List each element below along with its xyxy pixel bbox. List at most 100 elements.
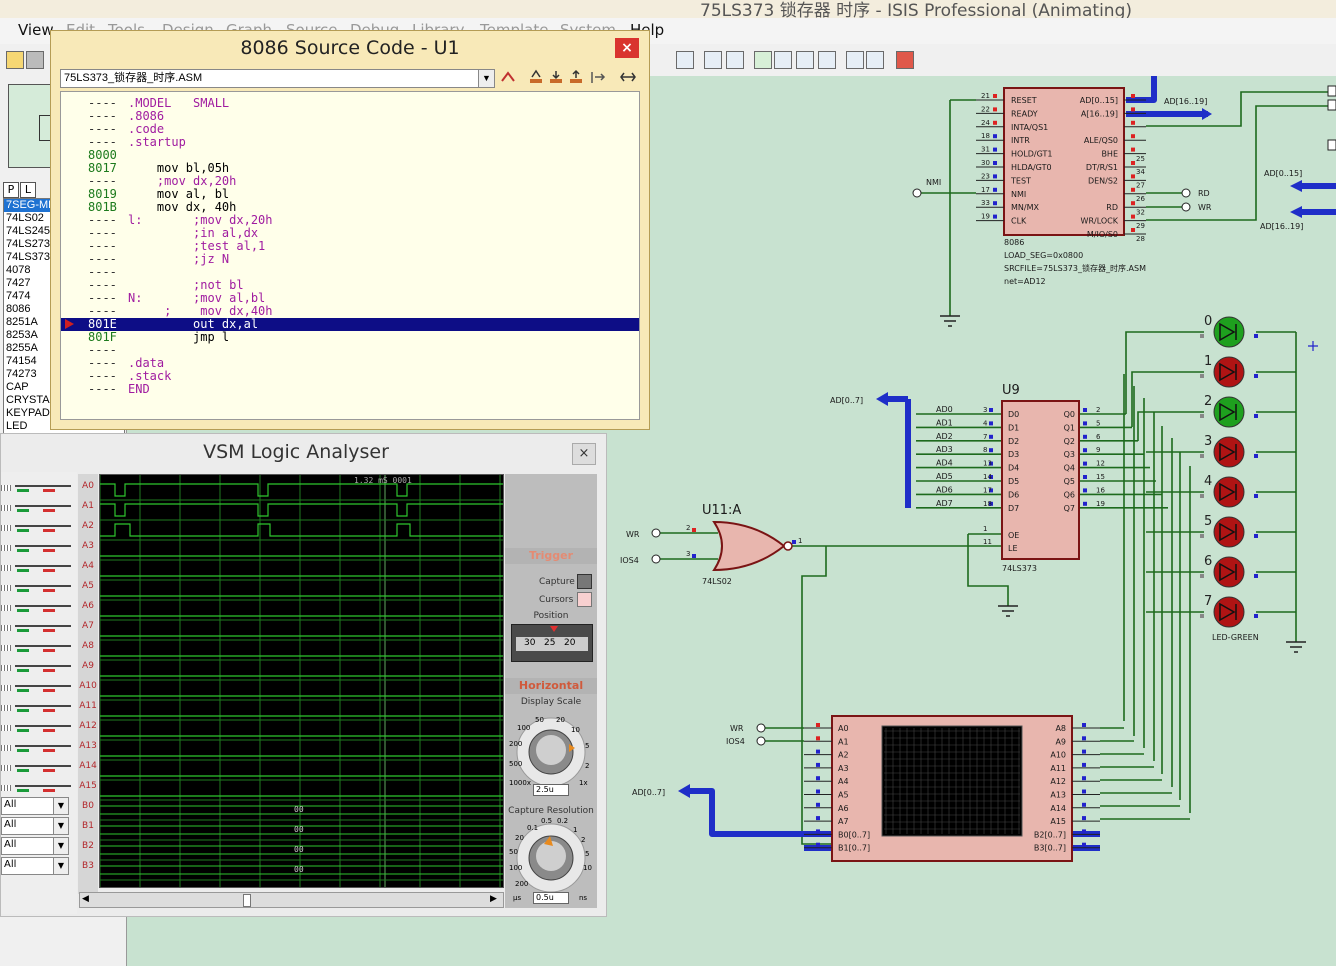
capture-button[interactable]	[577, 574, 592, 589]
list-item[interactable]: 74LS245	[6, 225, 51, 237]
bus-condition-select[interactable]: All▼	[1, 837, 69, 855]
wire-icon[interactable]	[818, 51, 836, 69]
trigger-row[interactable]	[1, 679, 75, 695]
run-to-icon[interactable]	[589, 69, 607, 86]
chevron-down-icon[interactable]: ▼	[53, 858, 68, 874]
display-scale-knob[interactable]	[507, 708, 595, 792]
source-code-listing[interactable]: ----.MODEL SMALL----.8086----.code----.s…	[60, 91, 640, 420]
trigger-row[interactable]	[1, 779, 75, 795]
open-icon[interactable]	[6, 51, 24, 69]
bus-condition-select[interactable]: All▼	[1, 817, 69, 835]
trigger-row[interactable]	[1, 479, 75, 495]
bus-condition-select[interactable]: All▼	[1, 797, 69, 815]
code-line[interactable]: ----.code	[61, 123, 639, 136]
list-item[interactable]: LED	[6, 420, 28, 432]
list-item[interactable]: 74LS373	[6, 251, 51, 263]
code-line[interactable]: ----.stack	[61, 370, 639, 383]
breakpoint-icon[interactable]	[619, 69, 637, 86]
trigger-row[interactable]	[1, 599, 75, 615]
code-line[interactable]: ---- ;test al,1	[61, 240, 639, 253]
bom-icon[interactable]	[846, 51, 864, 69]
code-line[interactable]: 801F jmp l	[61, 331, 639, 344]
capture-resolution-knob[interactable]	[507, 816, 595, 896]
code-line[interactable]: 8000	[61, 149, 639, 162]
list-item[interactable]: 74154	[6, 355, 37, 367]
code-line[interactable]: ----END	[61, 383, 639, 396]
trigger-row[interactable]	[1, 739, 75, 755]
component-icon[interactable]	[754, 51, 772, 69]
code-line[interactable]: ----.startup	[61, 136, 639, 149]
netlist-icon[interactable]	[796, 51, 814, 69]
tab-library[interactable]: L	[20, 182, 36, 198]
code-line[interactable]: ----N: ;mov al,bl	[61, 292, 639, 305]
code-line[interactable]: ---- ; mov dx,40h	[61, 305, 639, 318]
code-line[interactable]: 8019 mov al, bl	[61, 188, 639, 201]
refresh-icon[interactable]	[676, 51, 694, 69]
ares-icon[interactable]	[896, 51, 914, 69]
chevron-down-icon[interactable]: ▼	[53, 798, 68, 814]
list-item[interactable]: CAP	[6, 381, 29, 393]
code-line[interactable]: ----l: ;mov dx,20h	[61, 214, 639, 227]
analyser-close-button[interactable]: ×	[572, 443, 596, 465]
list-item[interactable]: 74LS273	[6, 238, 51, 250]
bus-condition-select[interactable]: All▼	[1, 857, 69, 875]
scroll-right-icon[interactable]: ▶	[490, 894, 497, 904]
page-icon[interactable]	[774, 51, 792, 69]
trigger-row[interactable]	[1, 539, 75, 555]
trigger-row[interactable]	[1, 579, 75, 595]
source-close-button[interactable]: ×	[615, 38, 639, 58]
list-item[interactable]: 8253A	[6, 329, 38, 341]
current-line[interactable]: 801E out dx,al	[61, 318, 639, 331]
chevron-down-icon[interactable]: ▼	[53, 838, 68, 854]
chevron-down-icon[interactable]: ▼	[53, 818, 68, 834]
scroll-thumb[interactable]	[243, 894, 251, 907]
trigger-row[interactable]	[1, 699, 75, 715]
save-icon[interactable]	[26, 51, 44, 69]
trigger-row[interactable]	[1, 759, 75, 775]
step-into-icon[interactable]	[547, 69, 565, 86]
list-item[interactable]: CRYSTAL	[6, 394, 56, 406]
code-line[interactable]: ----	[61, 344, 639, 357]
code-line[interactable]: 8017 mov bl,05h	[61, 162, 639, 175]
list-item[interactable]: 4078	[6, 264, 31, 276]
step-out-icon[interactable]	[567, 69, 585, 86]
trigger-row[interactable]	[1, 659, 75, 675]
trigger-row[interactable]	[1, 559, 75, 575]
list-item[interactable]: 7474	[6, 290, 31, 302]
code-line[interactable]: ----.8086	[61, 110, 639, 123]
analyser-scrollbar[interactable]: ◀ ▶	[79, 892, 504, 908]
code-line[interactable]: ----.MODEL SMALL	[61, 97, 639, 110]
code-line[interactable]: ---- ;jz N	[61, 253, 639, 266]
list-item[interactable]: 7427	[6, 277, 31, 289]
code-line[interactable]: 801B mov dx, 40h	[61, 201, 639, 214]
step-over-icon[interactable]	[527, 69, 545, 86]
capture-resolution-value[interactable]: 0.5u	[533, 892, 569, 904]
trigger-row[interactable]	[1, 499, 75, 515]
list-item[interactable]: 8086	[6, 303, 31, 315]
check-icon[interactable]	[866, 51, 884, 69]
trigger-row[interactable]	[1, 719, 75, 735]
list-item[interactable]: 8255A	[6, 342, 38, 354]
find-icon[interactable]	[704, 51, 722, 69]
chevron-down-icon[interactable]: ▼	[478, 70, 494, 87]
tool-icon[interactable]	[726, 51, 744, 69]
list-item[interactable]: 74273	[6, 368, 37, 380]
list-item[interactable]: KEYPAD	[6, 407, 50, 419]
trigger-row[interactable]	[1, 619, 75, 635]
code-line[interactable]: ---- ;not bl	[61, 279, 639, 292]
code-line[interactable]: ----	[61, 266, 639, 279]
scroll-left-icon[interactable]: ◀	[82, 894, 89, 904]
trigger-row[interactable]	[1, 639, 75, 655]
code-line[interactable]: ---- ;mov dx,20h	[61, 175, 639, 188]
position-slider[interactable]: 30 25 20	[511, 624, 593, 662]
run-icon[interactable]	[499, 69, 517, 86]
list-item[interactable]: 8251A	[6, 316, 38, 328]
code-line[interactable]: ---- ;in al,dx	[61, 227, 639, 240]
list-item[interactable]: 74LS02	[6, 212, 44, 224]
cursors-button[interactable]	[577, 592, 592, 607]
tab-pick[interactable]: P	[3, 182, 19, 198]
menu-view[interactable]: View	[18, 21, 54, 39]
source-file-select[interactable]: 75LS373_锁存器_时序.ASM ▼	[60, 69, 495, 88]
